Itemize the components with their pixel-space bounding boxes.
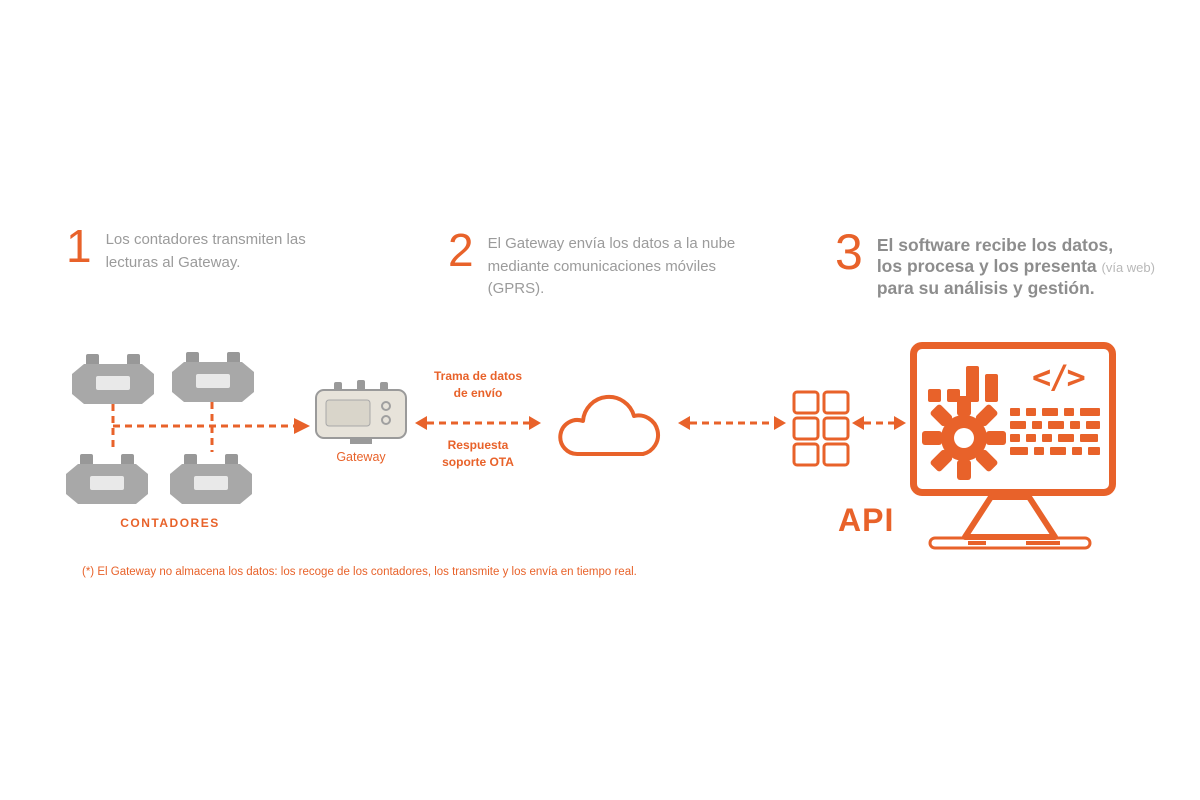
gateway-icon	[315, 380, 407, 444]
footnote: (*) El Gateway no almacena los datos: lo…	[82, 566, 637, 578]
step-1-line-1: Los contadores transmiten las	[105, 231, 306, 248]
step-3-suffix: (vía web)	[1101, 260, 1155, 276]
code-icon: </>	[1032, 358, 1086, 396]
step-3-number: 3	[835, 224, 863, 280]
arrow-server-monitor	[852, 416, 906, 430]
step-1: 1 Los contadores transmiten las lecturas…	[66, 220, 306, 274]
meter-icon-1	[72, 354, 154, 404]
arrow-meters-to-gateway	[111, 402, 310, 452]
data-grid-icon	[1010, 408, 1100, 455]
server-icon	[792, 390, 850, 467]
api-label: API	[838, 502, 895, 538]
monitor-base	[928, 536, 1092, 550]
meter-icon-4	[170, 454, 252, 504]
meter-icon-3	[66, 454, 148, 504]
step-2-line-1: El Gateway envía los datos a la nube	[487, 235, 736, 252]
step-3-text: El software recibe los datos, los proces…	[877, 230, 1155, 299]
step-2: 2 El Gateway envía los datos a la nube m…	[448, 224, 736, 301]
gear-icon	[922, 396, 1006, 480]
downlink-label: Respuesta soporte OTA	[442, 438, 514, 470]
arrow-gateway-cloud	[415, 416, 541, 430]
cloud-icon	[558, 394, 661, 457]
step-3: 3 El software recibe los datos, los proc…	[835, 224, 1155, 299]
monitor-stand	[962, 494, 1058, 540]
meter-icon-2	[172, 352, 254, 402]
step-1-text: Los contadores transmiten las lecturas a…	[106, 226, 306, 274]
step-3-line-3: para su análisis y gestión.	[876, 277, 1095, 298]
step-2-line-2: mediante comunicaciones móviles	[487, 257, 717, 275]
bar-chart-icon	[928, 366, 998, 402]
step-1-line-2: lecturas al Gateway.	[105, 253, 241, 271]
step-2-text: El Gateway envía los datos a la nube med…	[488, 230, 736, 301]
monitor-frame	[910, 342, 1116, 496]
step-1-number: 1	[66, 220, 92, 272]
step-3-line-2: los procesa y los presenta (vía web)	[876, 256, 1155, 277]
gateway-label: Gateway	[336, 450, 386, 464]
step-2-number: 2	[448, 224, 474, 276]
step-2-line-3: (GPRS).	[487, 280, 545, 297]
arrow-cloud-server	[678, 416, 786, 430]
meters-label: CONTADORES	[120, 516, 220, 530]
uplink-label: Trama de datos de envío	[433, 369, 523, 401]
step-3-line-1: El software recibe los datos,	[876, 235, 1114, 255]
